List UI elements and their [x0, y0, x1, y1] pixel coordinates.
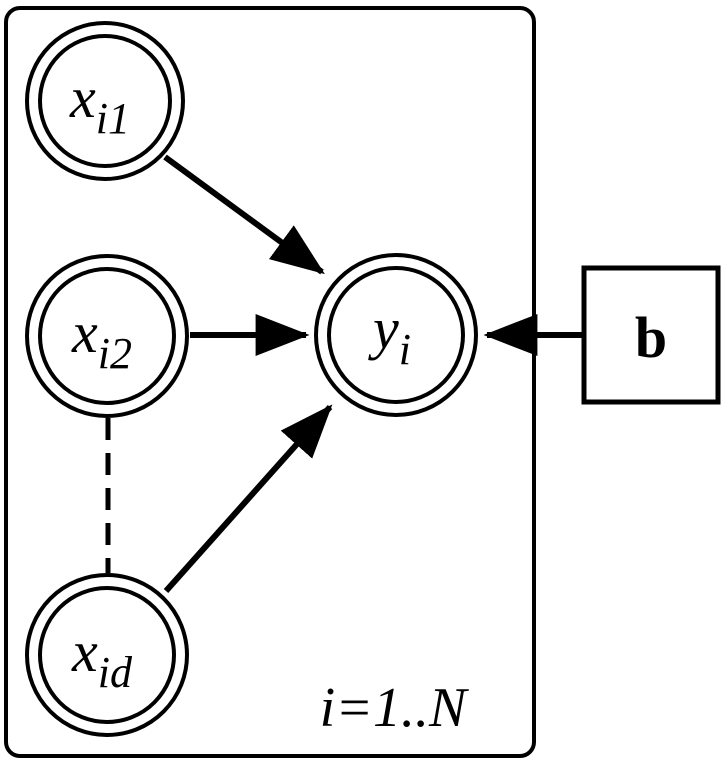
node-x-i1-subscript: i1: [96, 94, 130, 143]
plate: i=1..N: [4, 6, 536, 758]
node-x-i2[interactable]: xi2: [25, 254, 189, 418]
node-y-i[interactable]: yi: [314, 253, 478, 417]
plate-border: [4, 6, 536, 758]
plate-label: i=1..N: [320, 677, 469, 739]
node-x-i2-subscript: i2: [98, 329, 132, 378]
edge-x-i1-to-y-i: [163, 154, 325, 275]
node-x-i2-base: x: [71, 300, 98, 365]
node-b-box: [581, 265, 721, 405]
node-x-i2-label: xi2: [71, 300, 132, 378]
node-x-i1[interactable]: xi1: [25, 21, 185, 181]
node-x-id-inner-circle: [38, 586, 176, 724]
node-y-i-label: yi: [368, 296, 411, 374]
node-x-i1-label: xi1: [69, 65, 130, 143]
node-x-id-base: x: [71, 619, 98, 684]
node-x-i2-inner-circle: [38, 267, 176, 405]
node-y-i-subscript: i: [399, 325, 411, 374]
node-b-label: b: [635, 305, 667, 370]
node-x-i1-base: x: [69, 65, 96, 130]
node-y-i-inner-circle: [327, 266, 465, 404]
edge-x-id-to-y-i: [163, 404, 333, 593]
node-y-i-base: y: [368, 296, 399, 361]
node-x-id[interactable]: xid: [25, 573, 189, 737]
node-x-id-label: xid: [71, 619, 133, 697]
node-x-i1-inner-circle: [38, 34, 172, 168]
node-b[interactable]: b: [581, 265, 721, 405]
node-x-id-subscript: id: [98, 648, 133, 697]
